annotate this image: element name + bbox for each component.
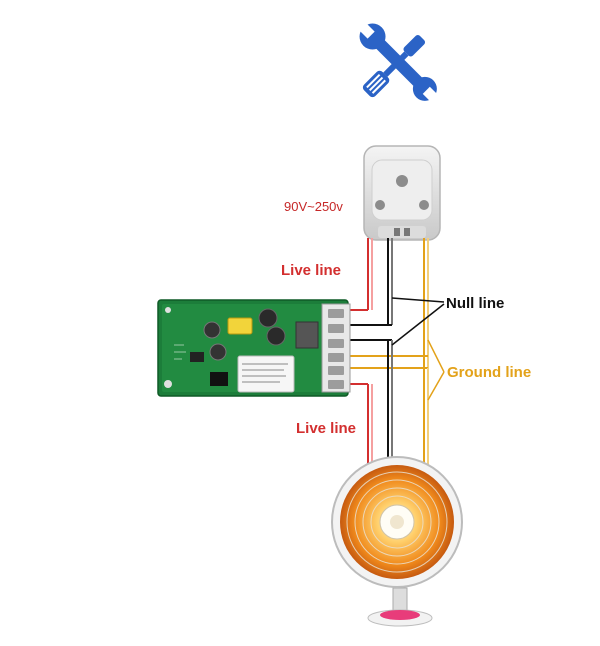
electric-heater [331,456,463,627]
wires-bottom [367,340,429,470]
live-line-label-top: Live line [281,262,342,279]
null-line-label: Null line [446,295,505,312]
wires-top [367,238,429,368]
ground-line-label: Ground line [447,364,532,381]
label-pointers [391,297,445,401]
voltage-label: 90V~250v [284,199,343,214]
live-line-label-bottom: Live line [296,420,357,437]
wall-plug [363,145,441,241]
relay-switch-module [157,299,351,397]
screwdriver-wrench-icon [357,21,440,104]
